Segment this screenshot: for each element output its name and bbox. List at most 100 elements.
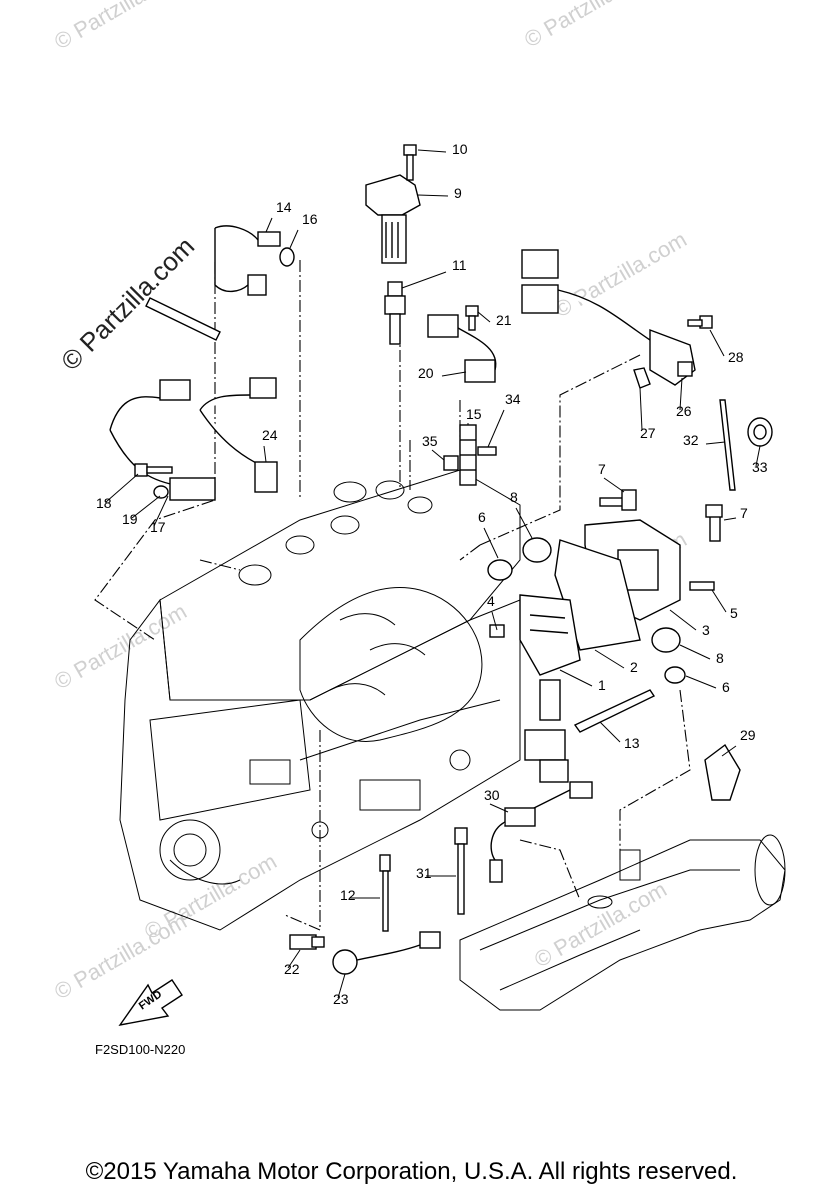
bolt[interactable] bbox=[465, 305, 479, 331]
holder[interactable] bbox=[704, 743, 741, 801]
callout-number[interactable]: 33 bbox=[752, 459, 768, 475]
callout-number[interactable]: 7 bbox=[598, 461, 606, 477]
callout-number[interactable]: 26 bbox=[676, 403, 692, 419]
callout-leader bbox=[337, 973, 346, 999]
callout-number[interactable]: 2 bbox=[630, 659, 638, 675]
grommet[interactable] bbox=[747, 417, 773, 447]
callout-number[interactable]: 8 bbox=[510, 489, 518, 505]
callout-number[interactable]: 11 bbox=[452, 257, 467, 273]
callout-leader bbox=[265, 217, 273, 233]
callout-number[interactable]: 10 bbox=[452, 141, 468, 157]
callout-leader bbox=[755, 445, 761, 467]
washer[interactable] bbox=[153, 485, 169, 499]
oil-pressure-sensor[interactable] bbox=[109, 379, 216, 501]
callout-leader bbox=[287, 949, 301, 969]
callout-leader bbox=[441, 371, 467, 377]
callout-number[interactable]: 1 bbox=[598, 677, 606, 693]
knock-sensor[interactable] bbox=[199, 377, 278, 493]
callout-number[interactable]: 18 bbox=[96, 495, 112, 511]
callout-leader bbox=[487, 409, 505, 448]
wire-harness[interactable] bbox=[521, 249, 696, 386]
collar[interactable] bbox=[487, 559, 686, 684]
copyright-notice: ©2015 Yamaha Motor Corporation, U.S.A. A… bbox=[85, 1158, 738, 1185]
callout-leader bbox=[491, 611, 498, 631]
bolt[interactable] bbox=[489, 489, 723, 638]
callout-number[interactable]: 15 bbox=[466, 406, 482, 422]
watermark: © Partzilla.com bbox=[140, 849, 281, 945]
callout-leader bbox=[559, 669, 593, 687]
callout-number[interactable]: 6 bbox=[478, 509, 486, 525]
callout-number[interactable]: 23 bbox=[333, 991, 349, 1007]
callout-number[interactable]: 19 bbox=[122, 511, 138, 527]
callout-number[interactable]: 16 bbox=[302, 211, 318, 227]
callout-number[interactable]: 30 bbox=[484, 787, 500, 803]
temperature-sensor[interactable] bbox=[214, 225, 281, 296]
screw[interactable] bbox=[477, 446, 497, 456]
cam-sensor[interactable] bbox=[427, 314, 497, 383]
watermark-layer: © Partzilla.com © Partzilla.com © Partzi… bbox=[50, 0, 691, 1004]
callout-number[interactable]: 35 bbox=[422, 433, 438, 449]
callout-number[interactable]: 21 bbox=[496, 312, 512, 328]
callout-number[interactable]: 24 bbox=[262, 427, 278, 443]
callout-leader bbox=[289, 229, 299, 249]
callout-number[interactable]: 17 bbox=[150, 519, 166, 535]
callout-number[interactable]: 12 bbox=[340, 887, 356, 903]
band-tie[interactable] bbox=[573, 689, 656, 733]
exhaust-temp-sensor[interactable] bbox=[489, 781, 593, 883]
callout-leader bbox=[639, 387, 643, 431]
callout-number[interactable]: 7 bbox=[740, 505, 748, 521]
callout-number[interactable]: 6 bbox=[722, 679, 730, 695]
collar[interactable] bbox=[459, 424, 477, 486]
callout-leader bbox=[603, 477, 625, 493]
band[interactable] bbox=[719, 399, 736, 491]
callout-leader bbox=[483, 527, 499, 559]
callout-leader bbox=[721, 745, 737, 757]
callout-number[interactable]: 31 bbox=[416, 865, 432, 881]
band-tie[interactable] bbox=[379, 827, 468, 932]
brand-watermark: © Partzilla.com bbox=[55, 231, 200, 376]
callout-number[interactable]: 27 bbox=[640, 425, 656, 441]
bolt[interactable] bbox=[134, 463, 173, 477]
callout-number[interactable]: 13 bbox=[624, 735, 640, 751]
callout-number[interactable]: 3 bbox=[702, 622, 710, 638]
gasket[interactable] bbox=[279, 247, 295, 267]
callout-leader bbox=[723, 517, 737, 521]
callout-number[interactable]: 9 bbox=[454, 185, 462, 201]
callout-number[interactable]: 28 bbox=[728, 349, 744, 365]
damper[interactable] bbox=[522, 537, 681, 653]
callout-number[interactable]: 29 bbox=[740, 727, 756, 743]
ecu-connector[interactable] bbox=[524, 679, 569, 783]
callout-number[interactable]: 32 bbox=[683, 432, 699, 448]
callout-number[interactable]: 22 bbox=[284, 961, 300, 977]
callout-leader bbox=[679, 377, 683, 411]
callout-number[interactable]: 5 bbox=[730, 605, 738, 621]
bolt[interactable] bbox=[403, 144, 417, 181]
callout-number[interactable]: 20 bbox=[418, 365, 434, 381]
ecu-unit[interactable] bbox=[519, 594, 581, 676]
bolt[interactable] bbox=[687, 315, 713, 329]
callout-leader bbox=[709, 329, 725, 357]
ecu-gasket[interactable] bbox=[554, 539, 641, 651]
callout-leader bbox=[263, 445, 267, 463]
exhaust-pipe bbox=[459, 834, 786, 1011]
callout-number[interactable]: 8 bbox=[716, 650, 724, 666]
callout-number[interactable]: 4 bbox=[487, 593, 495, 609]
callout-leader bbox=[594, 649, 625, 669]
pressure-switch[interactable] bbox=[289, 934, 325, 950]
callout-number[interactable]: 34 bbox=[505, 391, 521, 407]
ignition-coil[interactable] bbox=[365, 174, 421, 264]
o-ring[interactable] bbox=[633, 367, 651, 389]
knock-sensor[interactable] bbox=[332, 931, 441, 975]
callout-leader bbox=[477, 311, 491, 323]
callout-labels: 1234566778891011121314151617181920212223… bbox=[96, 141, 768, 1007]
callout-leader bbox=[685, 675, 717, 689]
callout-leader bbox=[105, 473, 139, 503]
callout-number[interactable]: 14 bbox=[276, 199, 292, 215]
drawing-code: F2SD100-N220 bbox=[95, 1042, 185, 1057]
callout-leader bbox=[417, 194, 449, 197]
clip[interactable] bbox=[443, 455, 459, 471]
callout-leader bbox=[417, 149, 447, 153]
spark-plug[interactable] bbox=[384, 281, 406, 345]
band-tie[interactable] bbox=[145, 297, 221, 341]
